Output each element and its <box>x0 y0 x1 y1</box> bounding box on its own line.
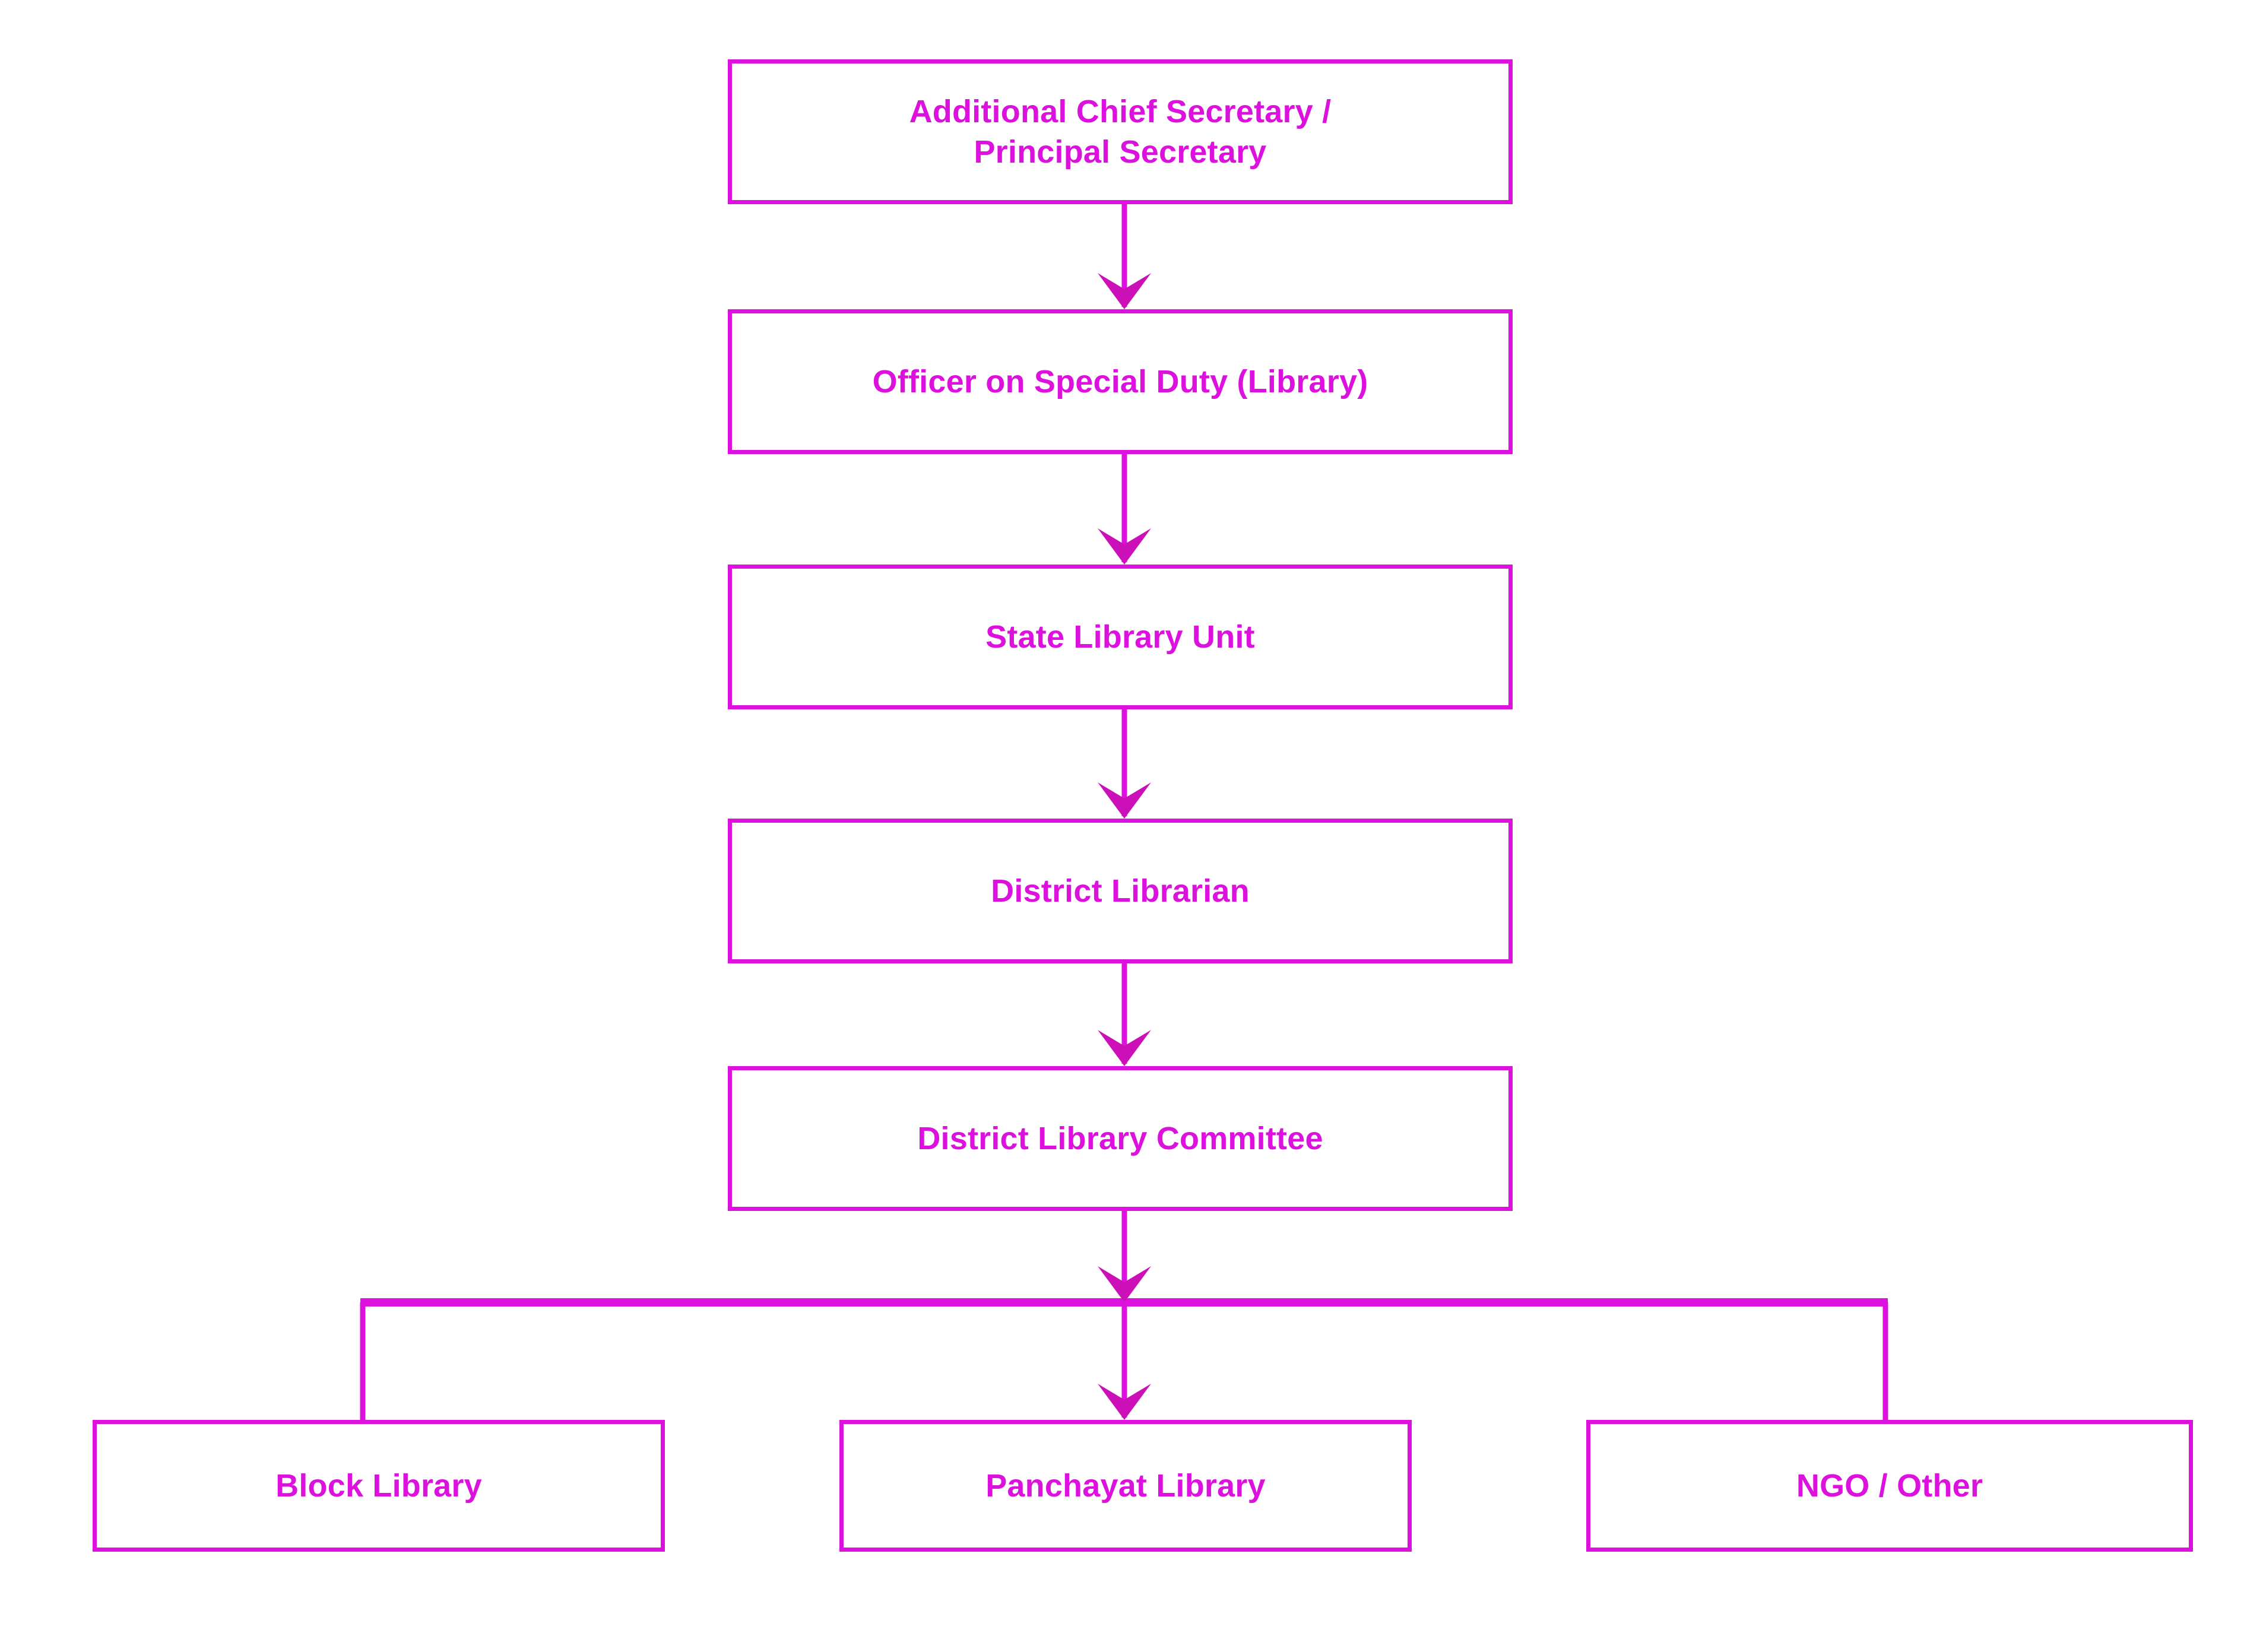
node-officer-on-special-duty[interactable]: Officer on Special Duty (Library) <box>728 309 1513 454</box>
node-label-ngo-other: NGO / Other <box>1796 1467 1983 1504</box>
arrowhead-dlc-to-bus <box>1098 1266 1151 1302</box>
node-ngo-other[interactable]: NGO / Other <box>1586 1420 2193 1552</box>
node-label-officer-on-special-duty: Officer on Special Duty (Library) <box>872 363 1368 399</box>
node-label-district-librarian: District Librarian <box>991 873 1250 909</box>
node-block-library[interactable]: Block Library <box>93 1420 665 1552</box>
arrowhead-acs-to-osd <box>1098 273 1151 309</box>
node-state-library-unit[interactable]: State Library Unit <box>728 565 1513 709</box>
node-district-library-committee[interactable]: District Library Committee <box>728 1066 1513 1211</box>
node-panchayat-library[interactable]: Panchayat Library <box>839 1420 1412 1552</box>
node-label-district-library-committee: District Library Committee <box>917 1120 1323 1156</box>
node-label-panchayat-library: Panchayat Library <box>985 1467 1266 1504</box>
node-district-librarian[interactable]: District Librarian <box>728 819 1513 963</box>
node-label-block-library: Block Library <box>275 1467 482 1504</box>
node-label-additional-chief-secretary: Additional Chief Secretary / Principal S… <box>909 93 1332 170</box>
node-additional-chief-secretary[interactable]: Additional Chief Secretary / Principal S… <box>728 59 1513 204</box>
arrowhead-slu-to-dl <box>1098 782 1151 819</box>
node-label-state-library-unit: State Library Unit <box>985 619 1255 655</box>
arrowhead-dl-to-dlc <box>1098 1030 1151 1066</box>
arrowhead-bus-to-panchayat-library <box>1098 1384 1151 1420</box>
arrowhead-osd-to-slu <box>1098 528 1151 565</box>
